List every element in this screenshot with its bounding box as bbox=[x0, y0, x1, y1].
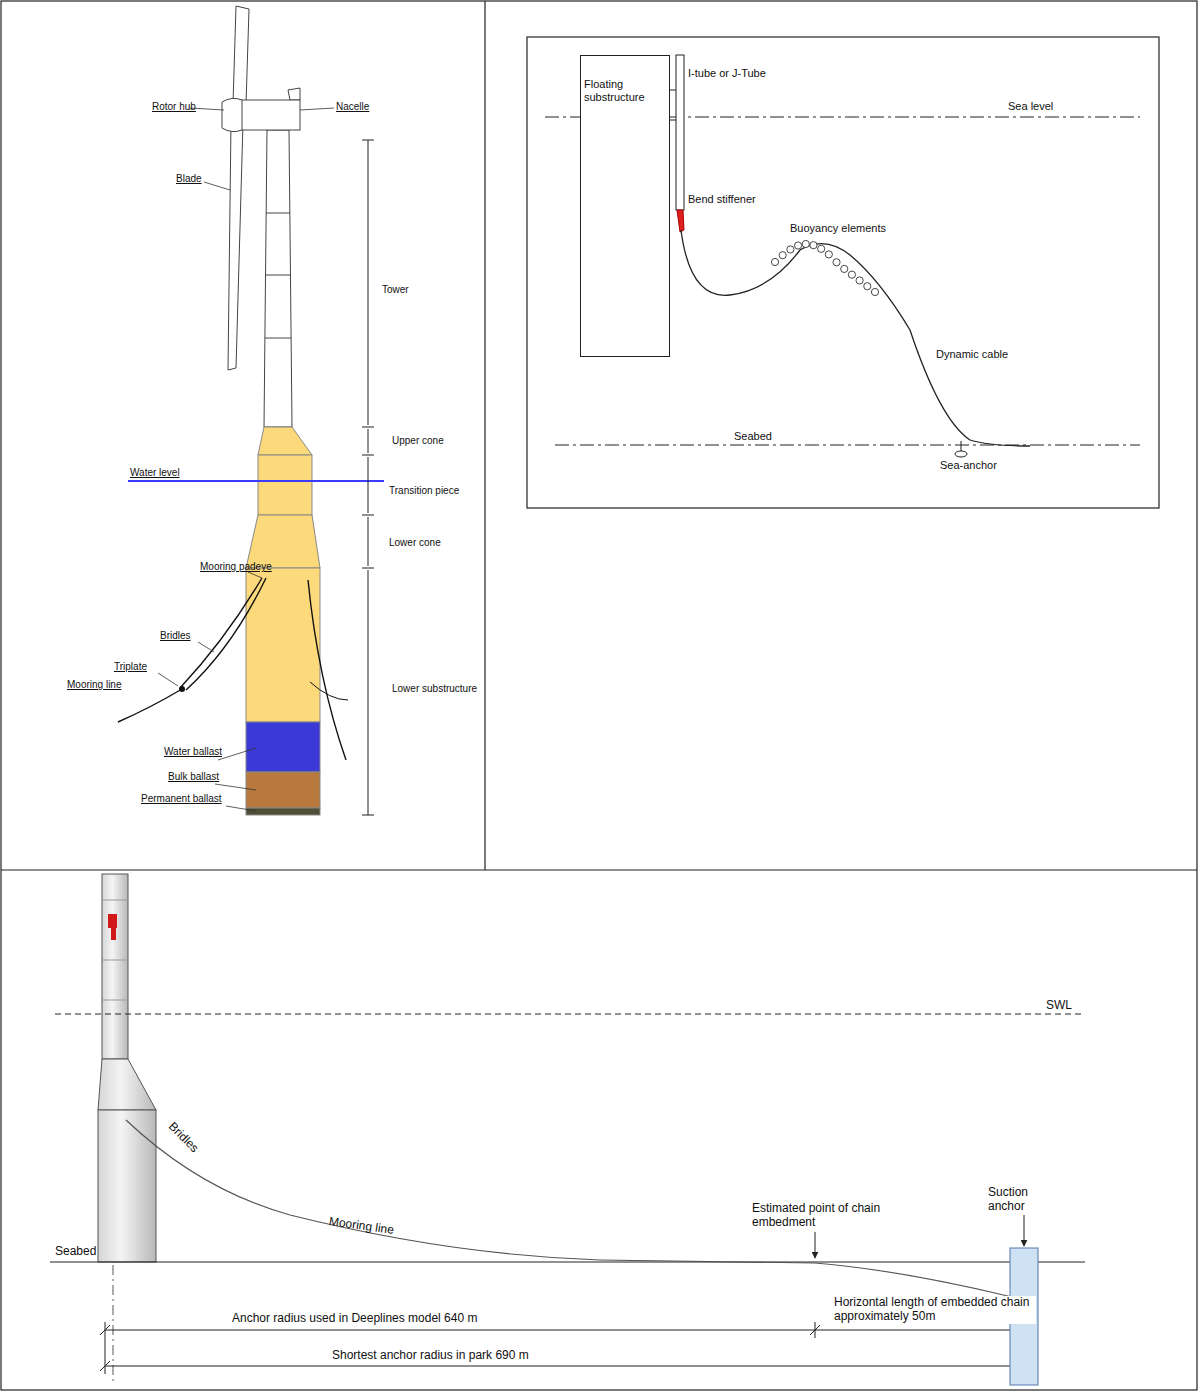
buoy bbox=[833, 259, 840, 266]
spar-elevation bbox=[98, 874, 156, 1262]
spar bbox=[246, 427, 320, 815]
part-label: Mooring padeye bbox=[200, 561, 272, 573]
buoy bbox=[787, 246, 794, 253]
part-label: Rotor hub bbox=[152, 101, 196, 113]
buoy bbox=[794, 242, 801, 249]
part-label: Lower cone bbox=[389, 537, 441, 549]
part-label: Suction anchor bbox=[988, 1186, 1058, 1214]
buoy bbox=[848, 271, 855, 278]
part-label: Horizontal length of embedded chain appr… bbox=[832, 1296, 1036, 1324]
part-label: Water level bbox=[130, 467, 180, 479]
box-label: Floating substructure bbox=[584, 78, 666, 104]
buoy bbox=[841, 265, 848, 272]
part-label: Bulk ballast bbox=[168, 771, 219, 783]
part-label: Sea level bbox=[1008, 100, 1053, 113]
part-label: SWL bbox=[1046, 999, 1072, 1013]
part-label: Bridles bbox=[165, 1120, 201, 1156]
triplate bbox=[179, 686, 185, 692]
buoy bbox=[818, 245, 825, 252]
water-level-line bbox=[128, 480, 384, 482]
part-label: Lower substructure bbox=[392, 683, 477, 695]
part-label: Mooring line bbox=[67, 679, 121, 691]
buoy bbox=[771, 258, 778, 265]
part-label: Triplate bbox=[114, 661, 147, 673]
buoy bbox=[871, 288, 878, 295]
buoyancy-elements bbox=[771, 240, 878, 295]
part-label: Bridles bbox=[160, 630, 191, 642]
mooring-bridles bbox=[118, 578, 348, 760]
part-label: Seabed bbox=[55, 1245, 96, 1259]
buoy bbox=[856, 277, 863, 284]
part-label: Estimated point of chain embedment bbox=[750, 1202, 904, 1230]
leader-lines bbox=[158, 108, 334, 811]
substructure-box: Floating substructure bbox=[580, 55, 670, 357]
part-label: Nacelle bbox=[336, 101, 369, 113]
part-label: Bend stiffener bbox=[688, 193, 756, 206]
turbine bbox=[222, 6, 300, 427]
part-label: Blade bbox=[176, 173, 202, 185]
part-label: Sea-anchor bbox=[940, 459, 997, 472]
part-label: Shortest anchor radius in park 690 m bbox=[330, 1349, 531, 1363]
buoy bbox=[810, 242, 817, 249]
part-label: Upper cone bbox=[392, 435, 444, 447]
buoy bbox=[864, 283, 871, 290]
part-label: Transition piece bbox=[389, 485, 459, 497]
part-label: Dynamic cable bbox=[936, 348, 1008, 361]
cable-scene bbox=[545, 55, 1140, 457]
dimension-ticks bbox=[362, 140, 374, 815]
mooring-scene bbox=[50, 1014, 1085, 1382]
part-label: Permanent ballast bbox=[141, 793, 222, 805]
buoy bbox=[779, 252, 786, 259]
part-label: Seabed bbox=[734, 430, 772, 443]
part-label: Tower bbox=[382, 284, 409, 296]
buoy bbox=[825, 251, 832, 258]
part-label: Buoyancy elements bbox=[790, 222, 886, 235]
part-label: I-tube or J-Tube bbox=[688, 67, 766, 80]
part-label: Mooring line bbox=[328, 1215, 395, 1238]
buoy bbox=[802, 240, 809, 247]
part-label: Water ballast bbox=[164, 746, 222, 758]
part-label: Anchor radius used in Deeplines model 64… bbox=[230, 1312, 479, 1326]
